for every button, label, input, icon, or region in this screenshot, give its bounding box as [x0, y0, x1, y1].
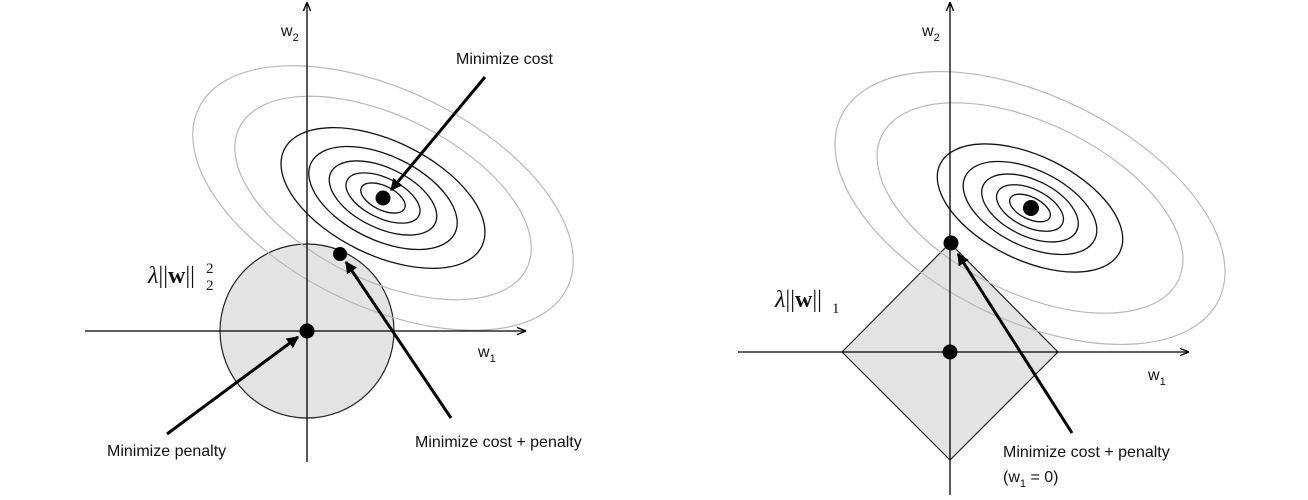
left-arrow-combined [344, 261, 453, 419]
left-contour-inner-2 [308, 145, 458, 251]
left-contour-inner-3 [328, 160, 438, 236]
right-penalty-formula: λ||w|| [774, 287, 822, 313]
right-panel-l1: w1 w2 Minimize cost + penalty (w1 = 0) λ… [738, 3, 1226, 495]
left-x-axis-label: w1 [477, 344, 496, 365]
right-label-w1-zero: (w1 = 0) [1003, 469, 1058, 490]
left-label-minimize-penalty: Minimize penalty [107, 443, 226, 460]
right-contour-inner-5 [1008, 193, 1052, 223]
left-y-axis-label: w2 [280, 23, 299, 44]
right-arrow-combined [956, 252, 1074, 434]
right-penalty-formula-subscript: 1 [832, 301, 840, 317]
right-contour-inner-3 [981, 173, 1079, 243]
left-penalty-minimum-point [299, 323, 315, 339]
left-contour-inner-5 [360, 182, 406, 214]
right-contour-outer-1 [834, 70, 1226, 346]
right-label-minimize-combined: Minimize cost + penalty [1003, 444, 1170, 461]
left-penalty-formula-subscript: 2 [206, 278, 214, 294]
right-contour-inner-4 [995, 184, 1065, 232]
right-cost-minimum-point [1023, 200, 1039, 216]
left-contour-outer-1 [192, 65, 574, 331]
right-combined-minimum-point [943, 235, 959, 251]
left-label-minimize-cost: Minimize cost [456, 51, 553, 68]
left-penalty-formula: λ||w|| [147, 263, 195, 289]
right-contour-outer-2 [876, 102, 1184, 314]
left-contour-inner-1 [280, 126, 486, 270]
right-y-axis-label: w2 [921, 23, 940, 44]
left-arrow-penalty [166, 335, 299, 436]
right-contour-inner-1 [936, 143, 1124, 273]
left-penalty-formula-superscript: 2 [206, 261, 214, 277]
left-combined-minimum-point [333, 247, 347, 261]
left-label-minimize-combined: Minimize cost + penalty [415, 434, 582, 451]
left-arrow-cost [389, 76, 487, 191]
left-cost-minimum-point [375, 190, 391, 206]
right-contour-inner-2 [962, 160, 1098, 256]
right-origin-point [942, 344, 958, 360]
left-panel-l2: w1 w2 Minimize cost Minimize penalty Min… [85, 3, 582, 462]
right-x-axis-label: w1 [1147, 367, 1166, 388]
right-cost-contours [834, 70, 1226, 346]
